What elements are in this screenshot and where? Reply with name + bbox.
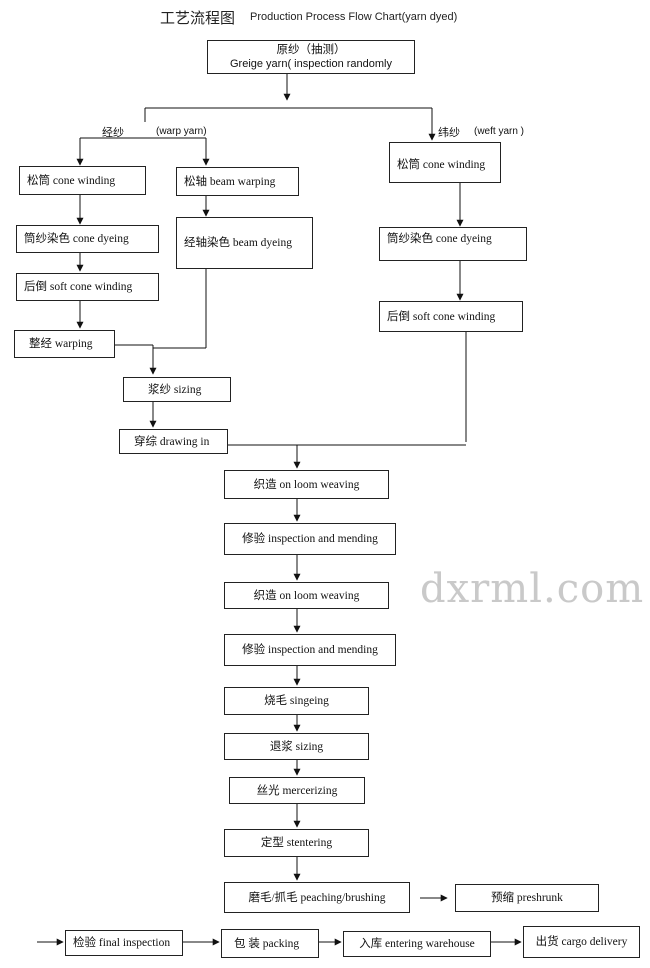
node-peaching-brushing: 磨毛/抓毛 peaching/brushing [224, 882, 410, 913]
node-singeing: 烧毛 singeing [224, 687, 369, 715]
node-preshrunk: 预缩 preshrunk [455, 884, 599, 912]
node-stentering: 定型 stentering [224, 829, 369, 857]
weft-label: 纬纱 [438, 127, 460, 139]
node-loom-weaving-1: 织造 on loom weaving [224, 470, 389, 499]
title-chinese: 工艺流程图 [160, 9, 236, 27]
node-packing: 包 装 packing [221, 929, 319, 958]
node-loom-weaving-2: 织造 on loom weaving [224, 582, 389, 609]
node-warp-cone-dyeing: 筒纱染色 cone dyeing [16, 225, 159, 253]
node-weft-soft-cone-winding: 后倒 soft cone winding [379, 301, 523, 332]
greige-en-text: Greige yarn( inspection randomly [229, 58, 393, 70]
node-sizing: 浆纱 sizing [123, 377, 231, 402]
warp-label-en: (warp yarn) [156, 126, 207, 137]
node-entering-warehouse: 入库 entering warehouse [343, 931, 491, 957]
node-mercerizing: 丝光 mercerizing [229, 777, 365, 804]
node-warp-soft-cone-winding: 后倒 soft cone winding [16, 273, 159, 301]
title-english: Production Process Flow Chart(yarn dyed) [250, 11, 458, 23]
node-inspection-mending-1: 修验 inspection and mending [224, 523, 396, 555]
node-desizing: 退浆 sizing [224, 733, 369, 760]
weft-label-en: (weft yarn ) [474, 126, 525, 137]
node-warping: 整经 warping [14, 330, 115, 358]
greige-cn-text: 原纱（抽测） [276, 44, 346, 56]
watermark: dxrml.com [420, 566, 645, 612]
node-weft-cone-winding: 松筒 cone winding [389, 142, 501, 183]
node-greige-yarn: 原纱（抽测） Greige yarn( inspection randomly [207, 40, 415, 74]
node-cargo-delivery: 出货 cargo delivery [523, 926, 640, 958]
node-drawing-in: 穿综 drawing in [119, 429, 228, 454]
node-inspection-mending-2: 修验 inspection and mending [224, 634, 396, 666]
node-weft-cone-dyeing: 筒纱染色 cone dyeing [379, 227, 527, 261]
node-warp-cone-winding: 松筒 cone winding [19, 166, 146, 195]
warp-label: 经纱 [102, 127, 124, 139]
node-beam-warping: 松轴 beam warping [176, 167, 299, 196]
node-final-inspection: 检验 final inspection [65, 930, 183, 956]
node-beam-dyeing: 经轴染色 beam dyeing [176, 217, 313, 269]
